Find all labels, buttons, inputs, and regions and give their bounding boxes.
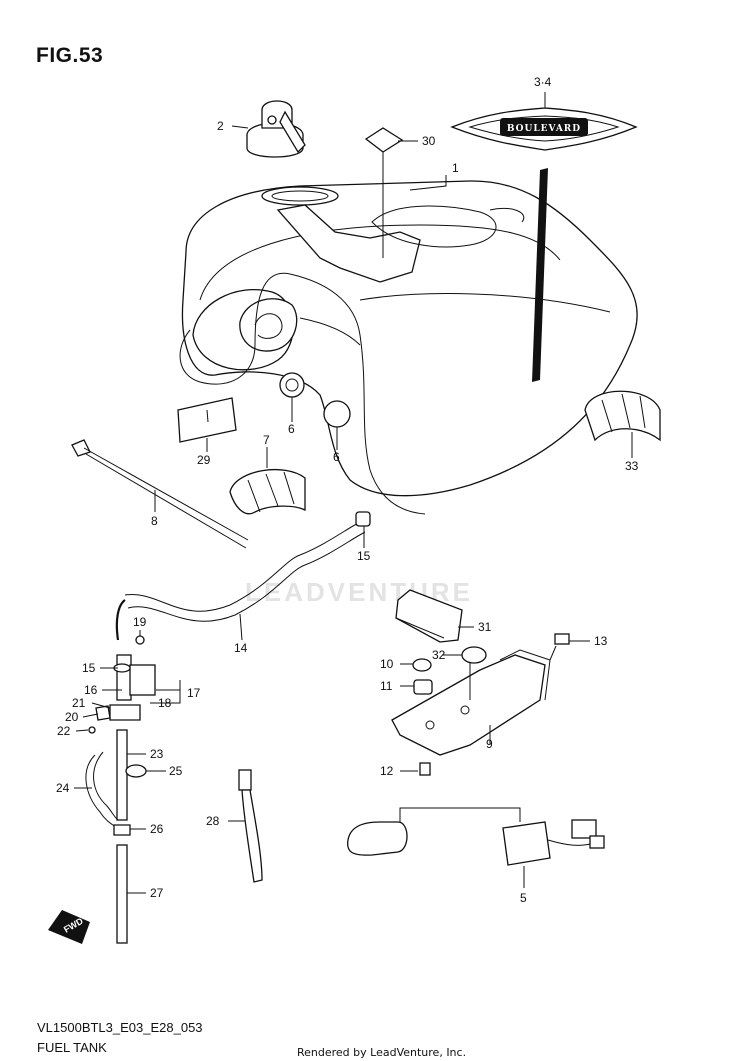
callout-26: 26 bbox=[150, 822, 164, 836]
grommet-10 bbox=[412, 658, 432, 672]
figure-caption: FUEL TANK bbox=[37, 1040, 107, 1055]
joint-26 bbox=[113, 824, 131, 836]
callout-10: 10 bbox=[380, 657, 394, 671]
callout-27: 27 bbox=[150, 886, 164, 900]
callout-18: 18 bbox=[158, 696, 172, 710]
callout-29: 29 bbox=[197, 453, 211, 467]
rubber-mount-6a bbox=[279, 372, 305, 398]
callout-2: 2 bbox=[217, 119, 224, 133]
fuel-hose-14 bbox=[115, 521, 366, 641]
figure-title: FIG.53 bbox=[36, 44, 104, 67]
cushion-7 bbox=[229, 469, 306, 515]
fuel-cock-assembly bbox=[88, 635, 156, 734]
hose-clamp-15a bbox=[355, 511, 371, 527]
label-29 bbox=[177, 397, 237, 443]
cushion-33 bbox=[584, 390, 661, 442]
callout-12: 12 bbox=[380, 764, 394, 778]
callout-1: 1 bbox=[452, 161, 459, 175]
cap-25 bbox=[125, 764, 147, 778]
pad-31 bbox=[395, 589, 463, 643]
callout-23: 23 bbox=[150, 747, 164, 761]
bracket-9 bbox=[391, 649, 551, 756]
callout-7: 7 bbox=[263, 433, 270, 447]
callout-5: 5 bbox=[520, 891, 527, 905]
callout-15b: 15 bbox=[82, 661, 96, 675]
fuel-cap bbox=[246, 100, 306, 158]
bolt-12 bbox=[419, 762, 431, 776]
callout-15a: 15 bbox=[357, 549, 371, 563]
cable-band-28 bbox=[238, 769, 263, 883]
emblem-text: BOULEVARD bbox=[507, 124, 581, 134]
tube-23 bbox=[116, 729, 128, 821]
cushion-32 bbox=[461, 646, 487, 700]
render-credit: Rendered by LeadVenture, Inc. bbox=[297, 1046, 467, 1059]
emblem: BOULEVARD bbox=[450, 107, 638, 151]
callout-24: 24 bbox=[56, 781, 70, 795]
callout-17: 17 bbox=[187, 686, 201, 700]
callout-13: 13 bbox=[594, 634, 608, 648]
cable-tie-8 bbox=[71, 439, 249, 549]
callout-28: 28 bbox=[206, 814, 220, 828]
callout-20: 20 bbox=[65, 710, 79, 724]
callout-8: 8 bbox=[151, 514, 158, 528]
callout-11: 11 bbox=[380, 679, 393, 693]
callout-32: 32 bbox=[432, 648, 446, 662]
callout-30: 30 bbox=[422, 134, 436, 148]
callout-33: 33 bbox=[625, 459, 639, 473]
callout-21: 21 bbox=[72, 696, 86, 710]
tube-24 bbox=[85, 751, 119, 829]
callout-6b: 6 bbox=[333, 450, 340, 464]
callout-19: 19 bbox=[133, 615, 147, 629]
callout-22: 22 bbox=[57, 724, 71, 738]
callout-14: 14 bbox=[234, 641, 248, 655]
forward-arrow: FWD bbox=[48, 910, 90, 944]
screw-13 bbox=[549, 633, 570, 661]
callout-31: 31 bbox=[478, 620, 492, 634]
callout-16: 16 bbox=[84, 683, 98, 697]
rubber-mount-6b bbox=[323, 400, 351, 428]
spacer-11 bbox=[413, 679, 433, 695]
callout-3-4: 3·4 bbox=[534, 75, 552, 89]
fuel-level-gauge-5 bbox=[346, 807, 605, 866]
model-code: VL1500BTL3_E03_E28_053 bbox=[37, 1020, 203, 1035]
callout-6a: 6 bbox=[288, 422, 295, 436]
cushion-30 bbox=[364, 127, 404, 153]
callout-labels: 1 2 3·4 30 6 6 7 29 33 8 15 14 19 15 16 … bbox=[56, 75, 639, 905]
tube-27 bbox=[116, 844, 128, 944]
leader-lines bbox=[74, 92, 633, 894]
callout-9: 9 bbox=[486, 737, 493, 751]
callout-25: 25 bbox=[169, 764, 183, 778]
fuel-tank bbox=[179, 168, 638, 515]
